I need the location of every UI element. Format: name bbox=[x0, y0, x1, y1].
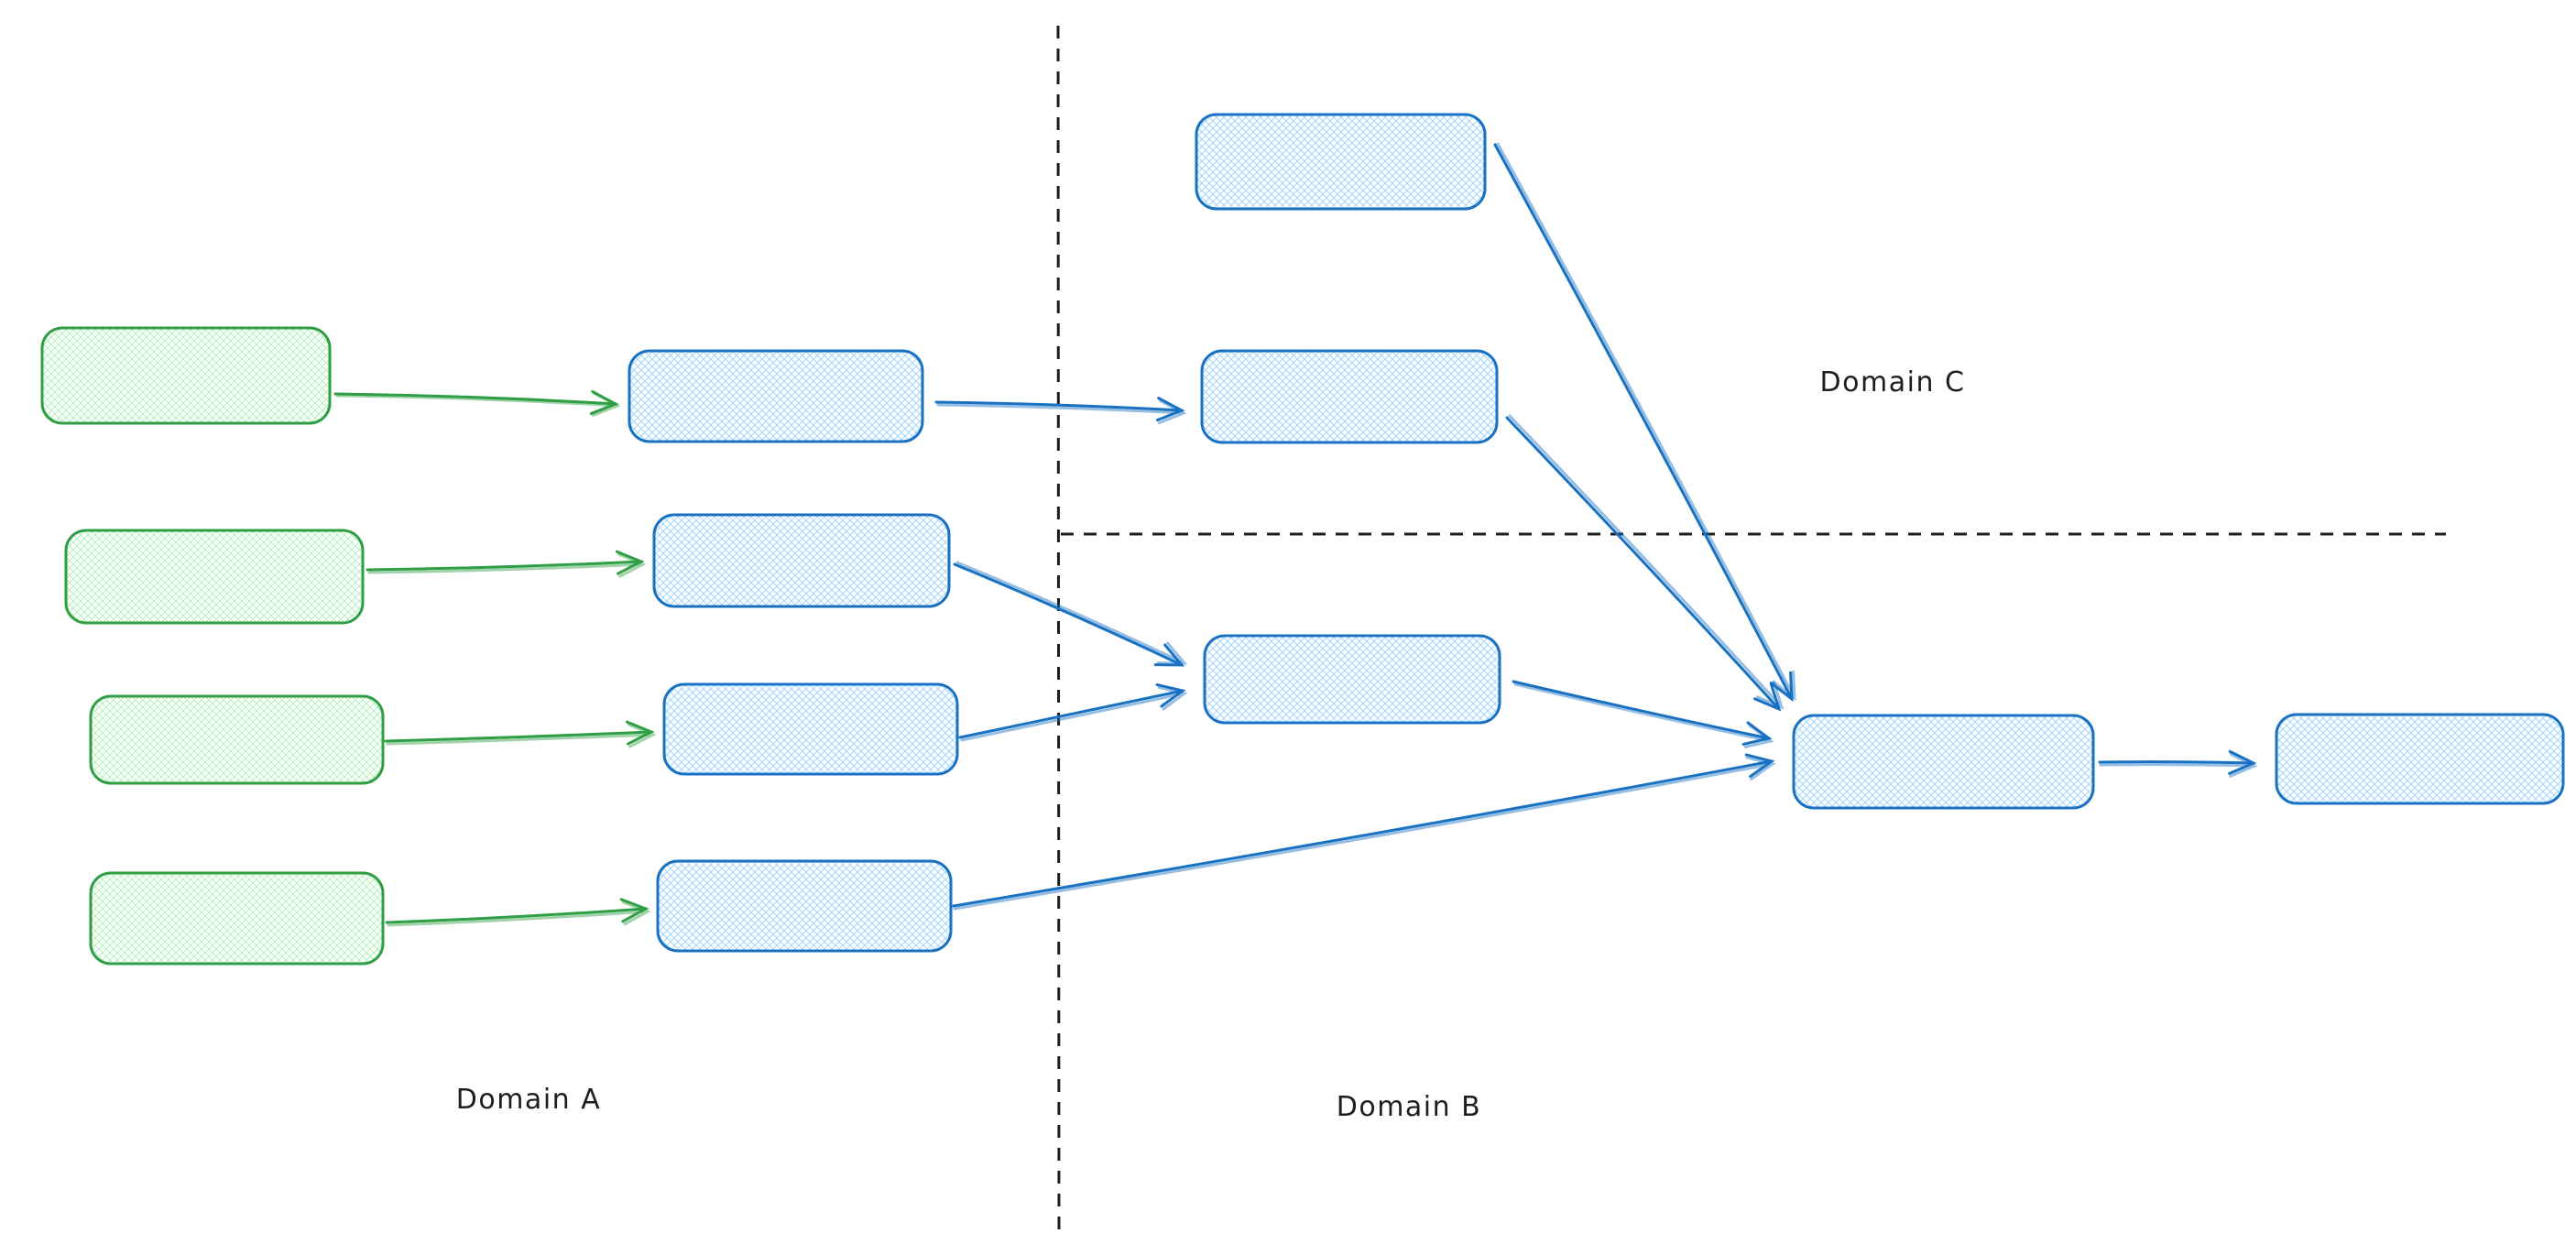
sketch-echo bbox=[1498, 144, 1795, 698]
sketch-echo bbox=[1510, 416, 1782, 707]
sketch-echo bbox=[1515, 684, 1771, 741]
edge-a-source-4--a-stage-4[interactable] bbox=[385, 898, 649, 924]
node-a-source-1[interactable] bbox=[40, 326, 332, 425]
node-a-stage-3[interactable] bbox=[662, 682, 959, 776]
edge-a-stage-3--b-node-1[interactable] bbox=[958, 683, 1186, 739]
edge-b-node-1--b-hub[interactable] bbox=[1512, 680, 1773, 746]
label-domain-b[interactable]: Domain B bbox=[1337, 1091, 1482, 1123]
node-b-hub[interactable] bbox=[1792, 714, 2095, 810]
node-a-source-4[interactable] bbox=[89, 871, 385, 966]
divider-domain-a-b[interactable] bbox=[1056, 25, 1061, 1236]
sketch-echo bbox=[2101, 765, 2254, 766]
edge-a-source-3--a-stage-3[interactable] bbox=[384, 720, 655, 746]
label-domain-c[interactable]: Domain C bbox=[1820, 366, 1966, 398]
node-c-node-1[interactable] bbox=[1195, 113, 1487, 211]
node-a-source-3[interactable] bbox=[89, 694, 385, 785]
node-a-source-2[interactable] bbox=[64, 529, 365, 625]
edge-a-source-2--a-stage-2[interactable] bbox=[366, 550, 645, 575]
edge-a-source-1--a-stage-1[interactable] bbox=[333, 389, 619, 415]
sketch-echo bbox=[388, 911, 648, 925]
edge-b-hub--b-output[interactable] bbox=[2098, 749, 2257, 775]
node-b-node-1[interactable] bbox=[1203, 634, 1501, 725]
node-b-output[interactable] bbox=[2275, 713, 2565, 805]
edge-a-stage-1--c-node-2[interactable] bbox=[934, 397, 1185, 422]
node-a-stage-2[interactable] bbox=[652, 513, 951, 608]
edge-c-node-1--b-hub[interactable] bbox=[1493, 143, 1794, 703]
edge-a-stage-4--b-hub[interactable] bbox=[952, 753, 1775, 908]
node-a-stage-1[interactable] bbox=[628, 349, 924, 443]
edge-a-stage-2--b-node-1[interactable] bbox=[953, 562, 1185, 667]
label-domain-a[interactable]: Domain A bbox=[456, 1084, 601, 1116]
node-a-stage-4[interactable] bbox=[656, 859, 953, 953]
edge-c-node-2--b-hub[interactable] bbox=[1505, 416, 1782, 712]
node-c-node-2[interactable] bbox=[1200, 349, 1499, 444]
sketch-echo bbox=[962, 693, 1184, 740]
